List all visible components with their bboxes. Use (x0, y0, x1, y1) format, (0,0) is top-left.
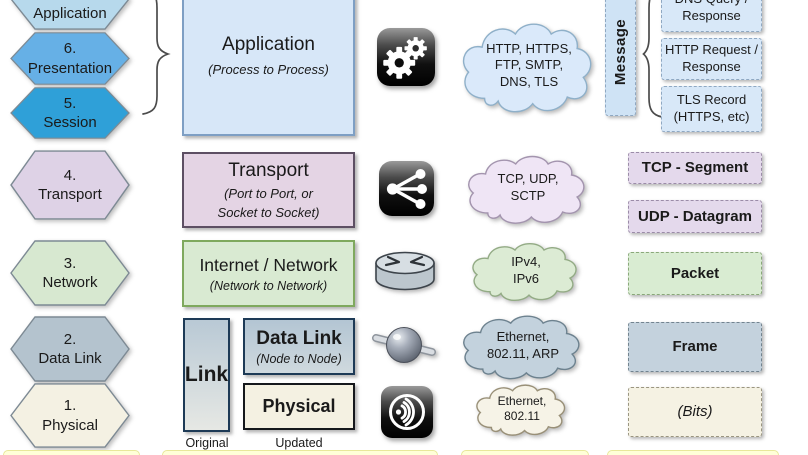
cloud-line: TCP, UDP, (497, 171, 559, 187)
cloud-line: Ethernet, (496, 329, 550, 345)
osi-layer-name: Application (33, 4, 107, 22)
osi-layer-number: 3. (63, 254, 77, 272)
data-link-box-subtitle: (Node to Node) (256, 351, 342, 366)
osi-layer-number: 1. (63, 397, 77, 415)
pdu-unit-label: (Bits) (677, 403, 713, 421)
cloud-line: 802.11, ARP (486, 346, 560, 361)
transport-box-subtitle-line2: Socket to Socket) (217, 205, 320, 220)
transport-box-subtitle-line1: (Port to Port, or (224, 186, 313, 201)
pdu-bits-box: (Bits) (628, 387, 762, 437)
message-label-bar: Message (605, 0, 636, 116)
osi-hexagon-network: 3. Network (10, 240, 130, 306)
osi-layer-name: Presentation (27, 59, 113, 77)
network-protocols-cloud: IPv4, IPv6 (466, 239, 586, 307)
tcpip-internet-box: Internet / Network (Network to Network) (182, 240, 355, 307)
pdu-unit-label: Frame (672, 338, 718, 356)
bottom-strip-4 (607, 450, 779, 455)
osi-layer-number: 6. (63, 40, 77, 58)
cloud-line: Ethernet, (497, 393, 547, 408)
osi-hexagon-presentation: 6.Presentation (10, 32, 130, 85)
network-fanout-icon (379, 161, 434, 216)
cloud-line: DNS, TLS (499, 73, 559, 89)
pdu-packet-box: Packet (628, 252, 762, 295)
osi-hexagon-transport: 4. Transport (10, 150, 130, 220)
tcpip-transport-box: Transport (Port to Port, or Socket to So… (182, 152, 355, 228)
physical-box-title: Physical (262, 396, 336, 416)
data-link-box-title: Data Link (256, 327, 342, 349)
transport-protocols-cloud: TCP, UDP, SCTP (461, 151, 595, 231)
caption-original: Original (185, 436, 229, 450)
internet-box-subtitle: (Network to Network) (209, 278, 328, 293)
pdu-unit-label: Packet (670, 264, 720, 282)
tcpip-application-box: Application (Process to Process) (182, 0, 355, 136)
osi-layer-name: Network (42, 274, 98, 291)
router-icon (372, 249, 438, 295)
osi-to-application-brace (142, 0, 171, 115)
wireless-signal-icon (381, 386, 433, 438)
physical-protocols-cloud: Ethernet, 802.11 (471, 381, 573, 441)
tcpip-data-link-box: Data Link (Node to Node) (243, 318, 355, 375)
pdu-tcp-segment-box: TCP - Segment (628, 152, 762, 184)
data-link-protocols-cloud: Ethernet, 802.11, ARP (456, 311, 590, 386)
cloud-line: IPv4, (511, 253, 541, 269)
pdu-line: DNS Query / (675, 0, 749, 8)
osi-layer-name: Transport (38, 186, 102, 203)
application-protocols-cloud: HTTP, HTTPS, FTP, SMTP, DNS, TLS (455, 17, 603, 122)
link-box-title: Link (184, 363, 229, 386)
osi-layer-number: 2. (63, 330, 77, 348)
cloud-line: 802.11 (504, 409, 540, 423)
bottom-strip-2 (162, 450, 438, 455)
application-box-title: Application (222, 34, 315, 55)
pdu-unit-label: TCP - Segment (641, 159, 749, 177)
osi-layer-number: 5. (63, 94, 77, 112)
cloud-line: FTP, SMTP, (494, 57, 564, 73)
osi-hexagon-physical: 1.Physical (10, 383, 130, 448)
pdu-line: (HTTPS, etc) (673, 109, 750, 124)
tcpip-link-box: Link (183, 318, 230, 432)
node-on-wire-icon (371, 317, 437, 369)
application-box-subtitle: (Process to Process) (208, 62, 329, 77)
pdu-tls-message-box: TLS Record (HTTPS, etc) (661, 86, 762, 132)
pdu-line: TLS Record (676, 92, 747, 108)
osi-hexagon-application: Application (10, 0, 130, 30)
bottom-strip-1 (3, 450, 140, 455)
pdu-http-message-box: HTTP Request / Response (661, 38, 762, 80)
osi-layer-number: 4. (63, 166, 77, 184)
osi-hexagon-session: 5. Session (10, 87, 130, 139)
pdu-dns-message-box: DNS Query / Response (661, 0, 762, 32)
pdu-line: HTTP Request / (665, 42, 758, 58)
pdu-unit-label: UDP - Datagram (638, 207, 752, 225)
osi-hexagon-data-link: 2. Data Link (10, 316, 130, 382)
osi-layer-name: Data Link (38, 350, 102, 367)
caption-updated: Updated (275, 436, 323, 450)
pdu-frame-box: Frame (628, 322, 762, 372)
message-types-brace (642, 0, 663, 118)
tcpip-physical-box: Physical (243, 383, 355, 430)
internet-box-title: Internet / Network (199, 254, 338, 275)
transport-box-title: Transport (228, 160, 309, 181)
cloud-line: HTTP, HTTPS, (486, 40, 572, 56)
pdu-line: Response (682, 8, 741, 23)
pdu-udp-datagram-box: UDP - Datagram (628, 200, 762, 233)
gears-icon (377, 28, 435, 86)
osi-layer-name: Physical (42, 416, 98, 434)
message-label: Message (611, 18, 629, 86)
cloud-line: SCTP (510, 188, 546, 203)
bottom-strip-3 (461, 450, 589, 455)
pdu-line: Response (682, 59, 741, 74)
cloud-line: IPv6 (512, 270, 539, 286)
osi-layer-name: Session (43, 114, 97, 131)
